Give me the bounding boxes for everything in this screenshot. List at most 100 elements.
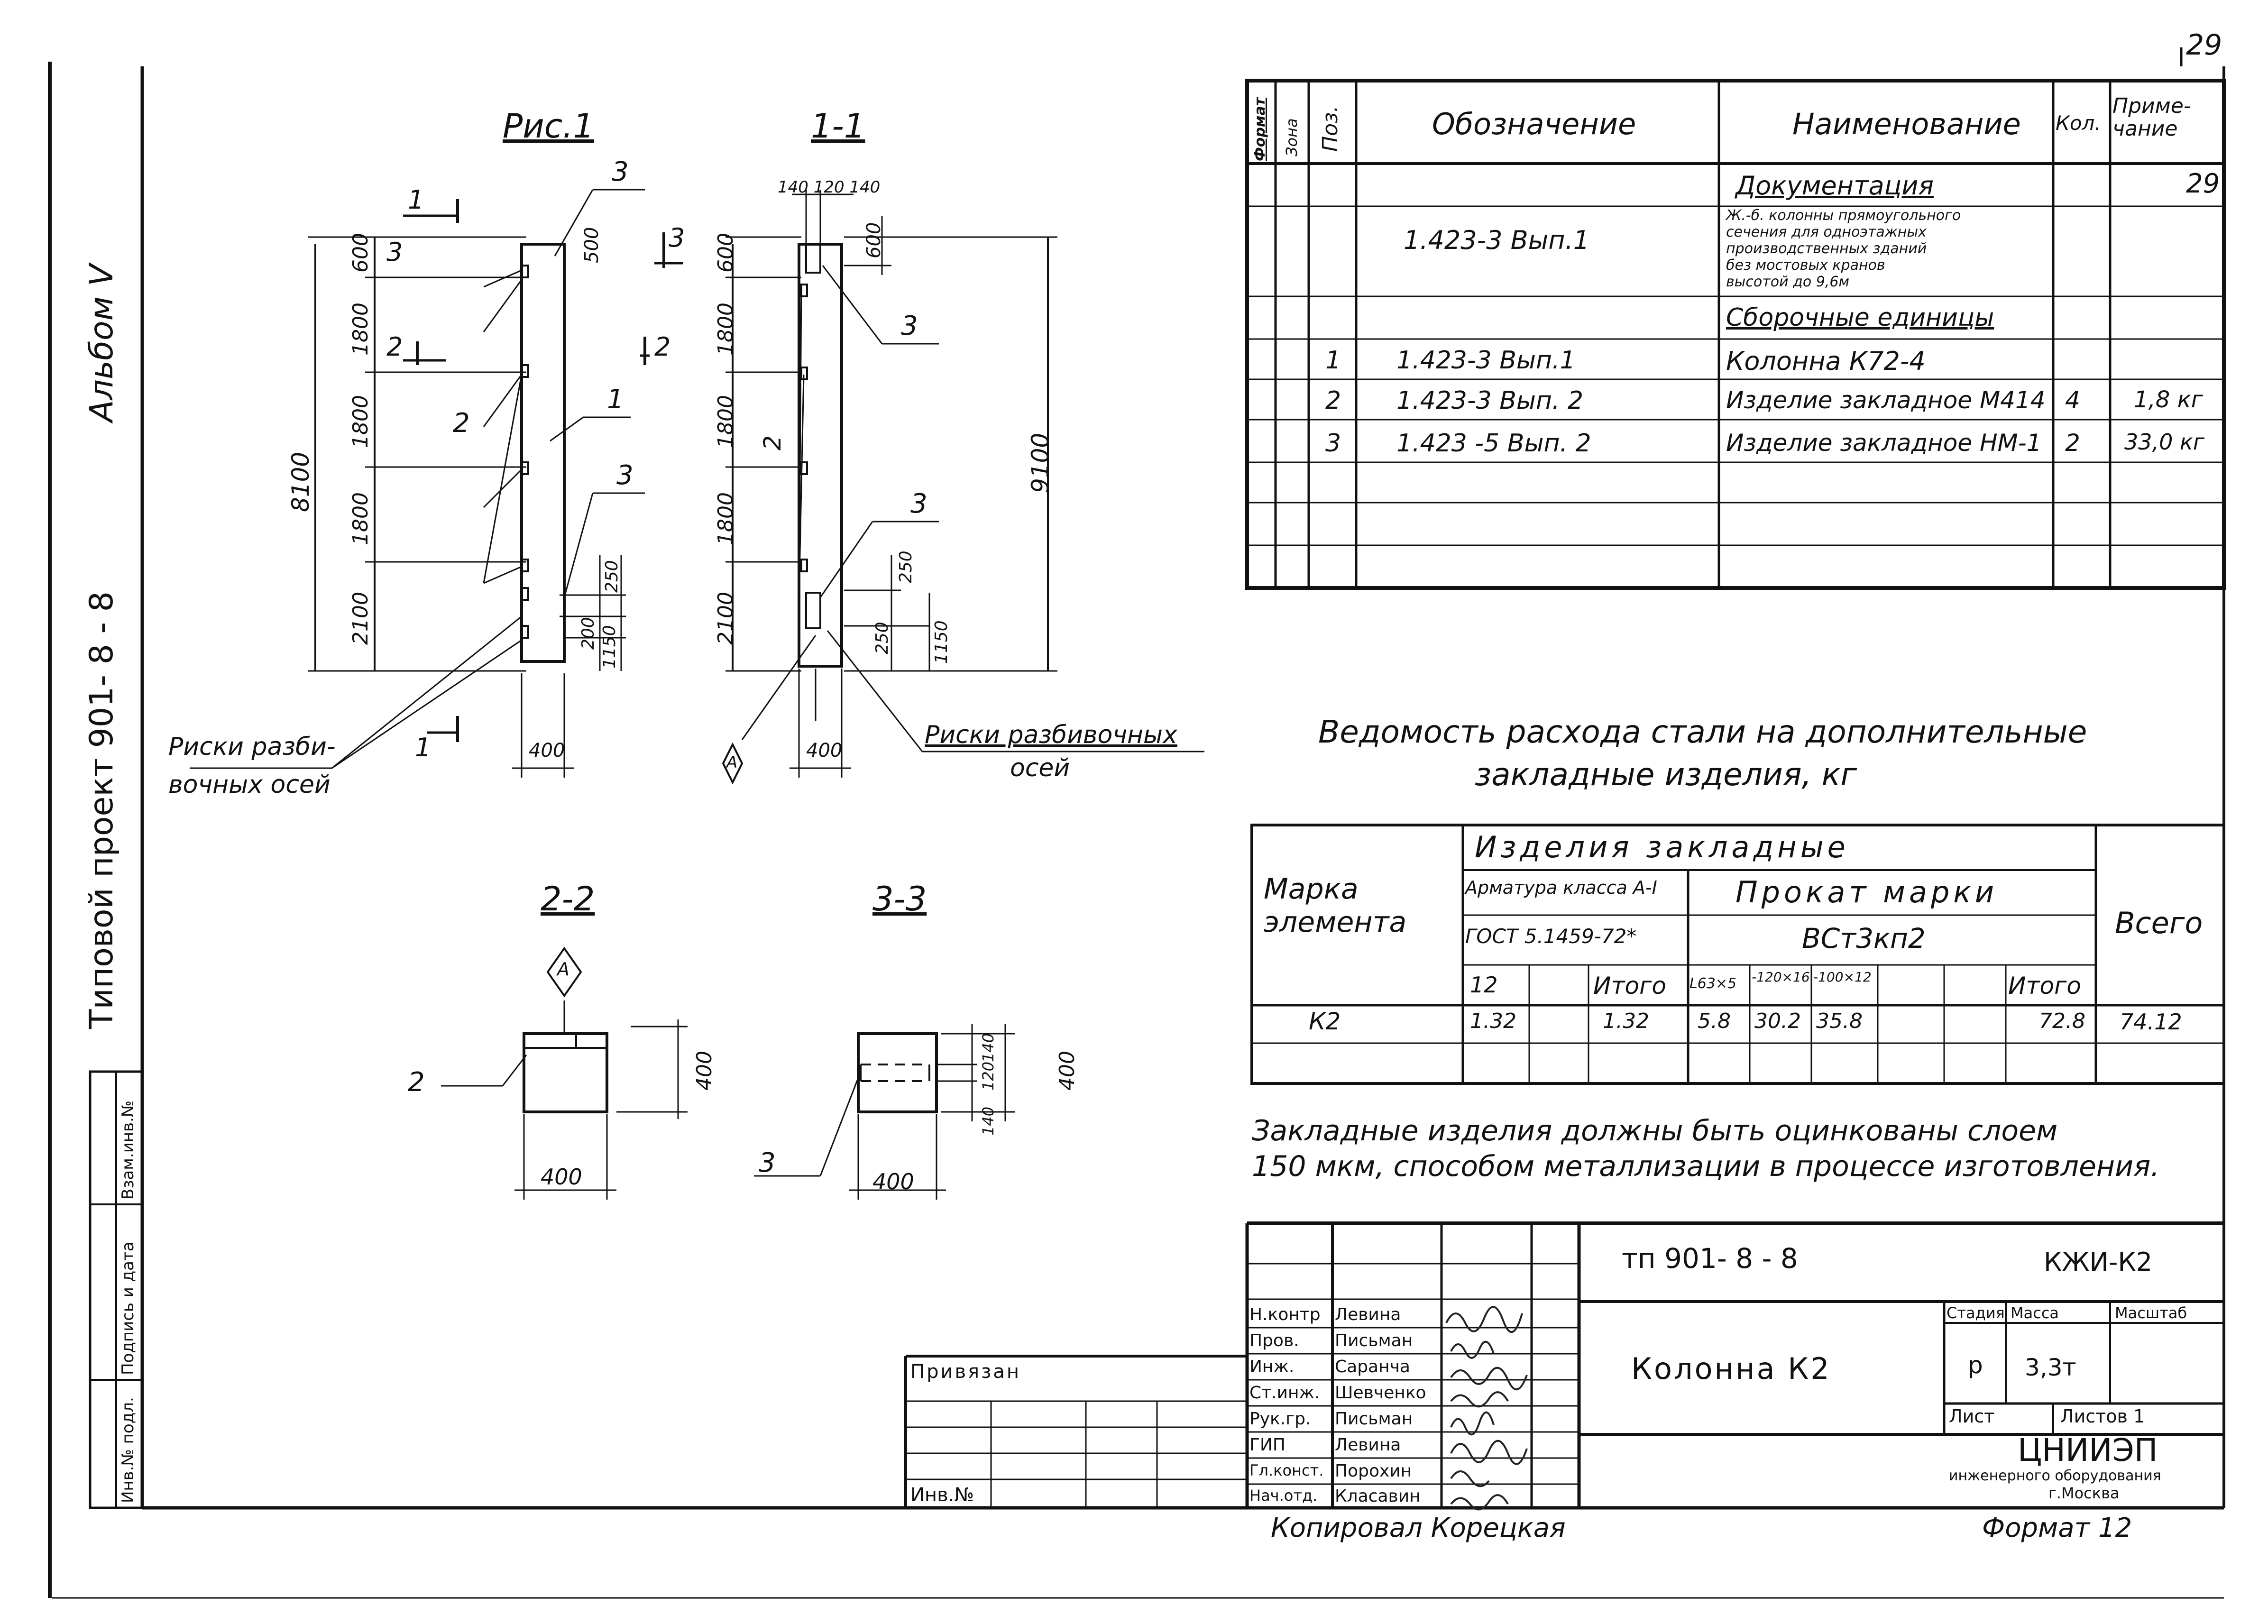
sheet-format: Формат 12 xyxy=(1982,1513,2132,1543)
steel-row-rebar-12: 1.32 xyxy=(1470,1009,1516,1033)
title-block-title: Колонна К2 xyxy=(1631,1351,1831,1386)
spec-row-3-designation: 1.423 -5 Вып. 2 xyxy=(1396,429,1591,458)
steel-sub-itogo-rebar: Итого xyxy=(1593,972,1666,1000)
person-role-1: Н.контр xyxy=(1249,1305,1321,1324)
marker-a-detail: А xyxy=(557,959,569,980)
cut-label-2-left: 2 xyxy=(386,332,403,362)
position-3-lower: 3 xyxy=(616,460,634,491)
steel-row-grand-total: 74.12 xyxy=(2120,1009,2182,1035)
steel-row-plate-120: 30.2 xyxy=(1754,1009,1801,1033)
steel-col-total: Всего xyxy=(2115,906,2203,940)
dim-400-d: 400 xyxy=(541,1164,582,1190)
spec-doc-name-2: сечения для одноэтажных xyxy=(1726,224,1927,240)
dim-400-a: 400 xyxy=(529,740,565,762)
steel-row-rebar-total: 1.32 xyxy=(1603,1009,1649,1033)
note-right-line-2: осей xyxy=(1010,754,1070,782)
person-role-2: Пров. xyxy=(1249,1331,1299,1350)
dim-top-140-120-140: 140 120 140 xyxy=(778,178,881,197)
position-3-top: 3 xyxy=(612,156,629,187)
cut-label-2-right: 2 xyxy=(654,332,671,362)
spec-doc-designation: 1.423-3 Вып.1 xyxy=(1404,225,1590,255)
steel-row-rolled-total: 72.8 xyxy=(2039,1009,2085,1033)
spec-row-1-designation: 1.423-3 Вып.1 xyxy=(1396,346,1576,375)
section-2-2-title: 2-2 xyxy=(541,880,595,918)
cut-label-1-bottom: 1 xyxy=(415,733,432,762)
title-block-org-3: г.Москва xyxy=(2048,1484,2120,1502)
copied-by: Копировал Корецкая xyxy=(1271,1513,1566,1543)
person-role-4: Ст.инж. xyxy=(1249,1383,1320,1403)
section-1-1-title: 1-1 xyxy=(811,107,865,146)
title-block-stage: р xyxy=(1968,1351,1983,1379)
spec-header-name: Наименование xyxy=(1792,107,2021,141)
spec-section-documentation: Документация xyxy=(1735,171,1934,201)
title-block-org-2: инженерного оборудования xyxy=(1949,1468,2161,1484)
position-2: 2 xyxy=(453,408,470,439)
cut-label-1-top: 1 xyxy=(408,185,424,215)
spec-row-2-note: 1,8 кг xyxy=(2134,386,2203,413)
spec-section-assembly: Сборочные единицы xyxy=(1726,303,1994,332)
note-right-line-1: Риски разбивочных xyxy=(925,721,1177,749)
position-3-detail: 3 xyxy=(759,1147,776,1178)
position-2-detail: 2 xyxy=(408,1067,425,1098)
person-name-2: Письман xyxy=(1335,1331,1413,1350)
spec-doc-name-4: без мостовых кранов xyxy=(1726,257,1885,274)
spec-row-3-pos: 3 xyxy=(1325,429,1341,458)
title-block-stage-label: Стадия xyxy=(1947,1304,2005,1322)
steel-title-line-1: Ведомость расхода стали на дополнительны… xyxy=(1318,714,2087,750)
steel-sub-12: 12 xyxy=(1470,972,1498,998)
cut-label-3-left: 3 xyxy=(386,237,403,267)
position-3-sec-top: 3 xyxy=(901,311,918,341)
steel-row-mark: К2 xyxy=(1309,1008,1341,1035)
spec-documentation-note: 29 xyxy=(2186,168,2220,199)
spec-doc-name-3: производственных зданий xyxy=(1726,240,1927,257)
spec-row-2-qty: 4 xyxy=(2065,386,2080,414)
title-block-mass: 3,3т xyxy=(2025,1354,2076,1381)
note-left-line-1: Риски разби- xyxy=(168,733,336,761)
person-name-7: Порохин xyxy=(1335,1461,1412,1481)
person-role-3: Инж. xyxy=(1249,1357,1295,1376)
spec-header-designation: Обозначение xyxy=(1432,107,1636,141)
spec-header-qty: Кол. xyxy=(2056,111,2101,135)
dim-400-f: 400 xyxy=(872,1169,914,1194)
person-name-4: Шевченко xyxy=(1335,1383,1426,1403)
person-role-7: Гл.конст. xyxy=(1249,1461,1324,1479)
cut-label-3-right: 3 xyxy=(669,223,685,253)
steel-sub-plate-100: -100×12 xyxy=(1813,969,1872,985)
position-1: 1 xyxy=(607,384,624,415)
note-left-line-2: вочных осей xyxy=(168,771,331,799)
galvanizing-note-line-1: Закладные изделия должны быть оцинкованы… xyxy=(1252,1114,2058,1147)
spec-row-2-name: Изделие закладное М414 xyxy=(1726,386,2046,414)
spec-header-note: Приме-чание xyxy=(2112,94,2191,141)
title-block-sheets-label: Листов 1 xyxy=(2060,1406,2145,1427)
title-block-mass-label: Масса xyxy=(2011,1304,2059,1322)
spec-row-3-name: Изделие закладное НМ-1 xyxy=(1726,429,2042,457)
steel-col-group: Изделия закладные xyxy=(1475,830,1849,864)
person-name-8: Класавин xyxy=(1335,1486,1421,1506)
title-block-org-1: ЦНИИЭП xyxy=(2018,1432,2158,1468)
spec-row-1-name: Колонна К72-4 xyxy=(1726,346,1926,376)
person-role-6: ГИП xyxy=(1249,1435,1286,1455)
spec-doc-name-1: Ж.-б. колонны прямоугольного xyxy=(1726,207,1961,224)
steel-sub-angle: L63×5 xyxy=(1690,975,1737,992)
person-role-5: Рук.гр. xyxy=(1249,1409,1311,1429)
steel-col-rolled-grade: ВСт3кп2 xyxy=(1802,922,1926,954)
spec-row-2-pos: 2 xyxy=(1325,386,1341,415)
title-block-inventory: Инв.№ xyxy=(910,1484,974,1506)
spec-row-3-note: 33,0 кг xyxy=(2124,429,2204,455)
steel-row-plate-100: 35.8 xyxy=(1816,1009,1863,1033)
person-name-1: Левина xyxy=(1335,1305,1401,1324)
marker-a-section: А xyxy=(726,753,738,772)
dim-400-b: 400 xyxy=(806,740,843,762)
galvanizing-note-line-2: 150 мкм, способом металлизации в процесс… xyxy=(1252,1150,2160,1183)
spec-row-1-pos: 1 xyxy=(1325,346,1341,375)
title-block-scale-label: Масштаб xyxy=(2115,1304,2187,1322)
spec-row-3-qty: 2 xyxy=(2065,429,2080,457)
steel-col-rebar-class: Арматура класса А-I xyxy=(1465,877,1657,898)
steel-col-mark: Марка элемента xyxy=(1264,872,1407,939)
person-name-3: Саранча xyxy=(1335,1357,1410,1376)
person-name-6: Левина xyxy=(1335,1435,1401,1455)
sheet-corner-number: 29 xyxy=(2186,28,2222,62)
steel-col-rebar-gost: ГОСТ 5.1459-72* xyxy=(1465,925,1637,948)
